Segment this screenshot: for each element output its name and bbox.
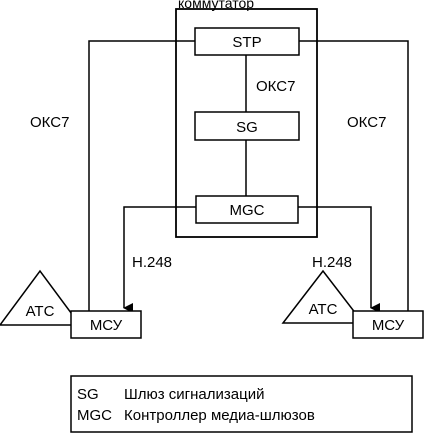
- link-mgc-right-mcu: [298, 206, 380, 313]
- legend-desc-sg: Шлюз сигнализаций: [124, 386, 264, 403]
- stp-label: STP: [232, 34, 261, 51]
- sg-label: SG: [236, 119, 258, 136]
- legend-abbr-mgc: MGC: [77, 407, 112, 424]
- mgc-label: MGC: [230, 202, 265, 219]
- switch-container: [175, 8, 318, 238]
- mcu-right-label: МСУ: [372, 317, 405, 334]
- h248-right-label: H.248: [312, 254, 352, 271]
- h248-left-label: H.248: [132, 254, 172, 271]
- link-stp-right-mcu: [299, 40, 409, 311]
- mcu-right-node: [352, 310, 424, 339]
- atc-left-label: АТС: [26, 303, 55, 320]
- mcu-left-label: МСУ: [90, 317, 123, 334]
- oks7-left-label: ОКС7: [30, 114, 69, 131]
- oks7-center-label: ОКС7: [256, 78, 295, 95]
- oks7-right-label: ОКС7: [347, 114, 386, 131]
- atc-left-triangle: [0, 269, 82, 326]
- legend-box: [70, 375, 413, 433]
- switch-title: коммутатор: [178, 0, 254, 11]
- stp-node: [194, 27, 300, 56]
- legend-desc-mgc: Контроллер медиа-шлюзов: [124, 407, 315, 424]
- mgc-node: [195, 195, 299, 224]
- link-stp-left-mcu: [88, 40, 195, 311]
- atc-right-triangle: [281, 269, 365, 324]
- mcu-left-node: [70, 310, 142, 339]
- sg-node: [194, 111, 300, 141]
- atc-right-label: АТС: [309, 301, 338, 318]
- link-mgc-left-mcu: [123, 206, 196, 313]
- legend-abbr-sg: SG: [77, 386, 99, 403]
